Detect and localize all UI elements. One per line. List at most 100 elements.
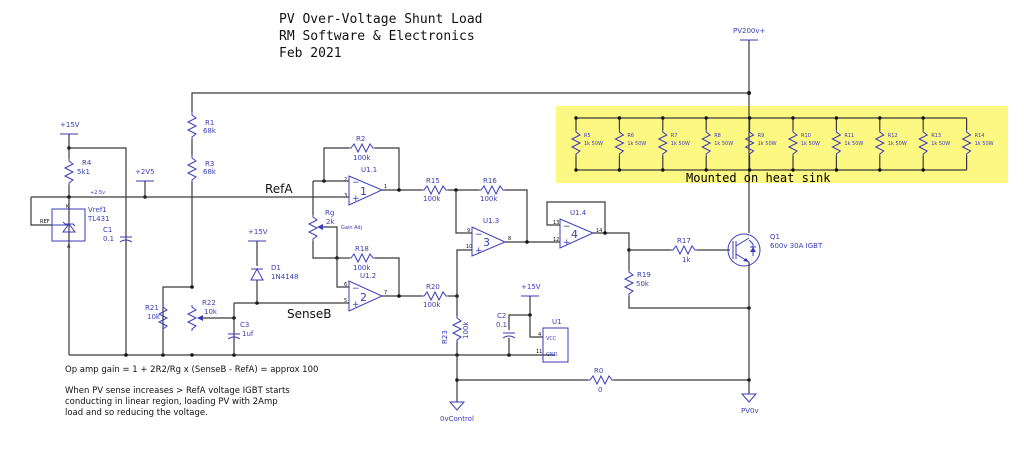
p15v-supply-c: +15V: [521, 283, 541, 297]
load-resistor-ref: R9: [758, 133, 765, 139]
svg-text:+: +: [475, 246, 483, 256]
load-resistor-ref: R10: [801, 133, 811, 139]
note-gain: Op amp gain = 1 + 2R2/Rg x (SenseB - Ref…: [65, 365, 318, 375]
R2-value: 100k: [353, 154, 371, 162]
R18-ref: R18: [355, 245, 369, 253]
R3-resistor: [186, 155, 198, 182]
R3-ref: R3: [205, 160, 214, 168]
R23-ref: R23: [441, 330, 449, 344]
p15v-supply-b: +15V: [248, 228, 268, 242]
U1-ref: U1: [552, 318, 562, 326]
p2v5-label: +2V5: [135, 168, 155, 176]
load-resistor-value: 1k 50W: [627, 141, 646, 147]
load-resistor-ref: R13: [931, 133, 941, 139]
Rg-ref: Rg: [325, 209, 334, 217]
load-resistor-value: 1k 50W: [975, 141, 994, 147]
D1-ref: D1: [271, 264, 281, 272]
U1-1-num: 1: [360, 185, 367, 198]
U1-power-block: [542, 327, 569, 363]
U1-1-pin-out: 1: [384, 184, 387, 190]
U1-vcc: VCC: [546, 336, 557, 342]
R17-value: 1k: [682, 256, 691, 264]
R16-ref: R16: [483, 177, 497, 185]
opamp-u1-2: [348, 280, 384, 312]
load-resistor: R6 1k 50W: [614, 116, 646, 172]
load-resistor: R9 1k 50W: [744, 116, 777, 172]
U1-2-pin-noninv: 5: [344, 298, 347, 304]
svg-text:−: −: [563, 222, 571, 232]
load-resistor: R11 1k 50W: [831, 116, 863, 172]
heatsink-caption: Mounted on heat sink: [686, 171, 831, 185]
R22-potentiometer: [186, 305, 198, 331]
refA-net-label: RefA: [265, 182, 293, 196]
Q1-igbt: [727, 233, 761, 267]
R0-ref: R0: [594, 367, 603, 375]
load-resistor: R14 1k 50W: [961, 118, 994, 170]
opamp-u1-1: [348, 175, 384, 206]
R4-ref: R4: [82, 159, 92, 167]
svg-text:−: −: [475, 230, 483, 240]
R16-resistor: [479, 184, 505, 196]
load-resistor-ref: R6: [627, 133, 634, 139]
R15-resistor: [422, 184, 448, 196]
C2-value: 0.1: [496, 321, 507, 329]
U1-4-num: 4: [571, 228, 578, 241]
R19-value: 50k: [636, 280, 650, 288]
R18-resistor: [349, 252, 375, 264]
R17-ref: R17: [677, 237, 691, 245]
U1-pin-gnd: 11: [536, 349, 542, 355]
U1-pin-vcc: 4: [538, 332, 541, 338]
vref1-pin-k: K: [66, 204, 70, 210]
Rg-value: 2k: [326, 218, 335, 226]
vref1-pin-a: A: [67, 244, 71, 250]
R2-ref: R2: [356, 135, 365, 143]
R21-ref: R21: [145, 304, 159, 312]
load-resistor-value: 1k 50W: [758, 141, 777, 147]
R17-resistor: [671, 244, 697, 256]
U1-2-num: 2: [360, 291, 367, 304]
C1-value: 0.1: [103, 235, 114, 243]
R4-value: 5k1: [77, 168, 90, 176]
C1-ref: C1: [103, 226, 112, 234]
C2-ref: C2: [497, 312, 506, 320]
title-line-3: Feb 2021: [279, 46, 342, 61]
R15-value: 100k: [423, 195, 441, 203]
p15v-supply-a: +15V: [60, 121, 80, 135]
U1-3-ref: U1.3: [483, 217, 499, 225]
R2-resistor: [349, 142, 375, 154]
C3-value: 1uf: [242, 330, 254, 338]
opamp-u1-3: [471, 226, 507, 257]
load-resistor-ref: R8: [714, 133, 721, 139]
R4-resistor: [63, 158, 75, 185]
load-resistor-ref: R14: [975, 133, 985, 139]
U1-3-pin-noninv: 10: [466, 244, 472, 250]
R23-value: 100k: [462, 321, 470, 339]
U1-1-pin-noninv: 3: [344, 193, 347, 199]
vref1-ref: Vref1: [88, 206, 107, 214]
p15v-label-a: +15V: [60, 121, 80, 129]
node-2v5-label: +2.5v: [90, 190, 105, 196]
load-resistor: R8 1k 50W: [701, 116, 733, 172]
load-resistor-value: 1k 50W: [714, 141, 733, 147]
R0-resistor: [588, 374, 614, 386]
R15-ref: R15: [426, 177, 440, 185]
senseB-net-label: SenseB: [287, 307, 331, 321]
load-resistor-value: 1k 50W: [584, 141, 603, 147]
load-resistor-value: 1k 50W: [844, 141, 863, 147]
R19-ref: R19: [637, 271, 651, 279]
D1-value: 1N4148: [271, 273, 299, 281]
R16-value: 100k: [480, 195, 498, 203]
load-resistor-ref: R11: [844, 133, 854, 139]
svg-text:+: +: [563, 238, 571, 248]
R20-resistor: [422, 290, 448, 302]
U1-3-pin-inv: 9: [467, 228, 470, 234]
load-resistor-ref: R12: [888, 133, 898, 139]
title-line-1: PV Over-Voltage Shunt Load: [279, 12, 483, 27]
C3-ref: C3: [240, 321, 249, 329]
